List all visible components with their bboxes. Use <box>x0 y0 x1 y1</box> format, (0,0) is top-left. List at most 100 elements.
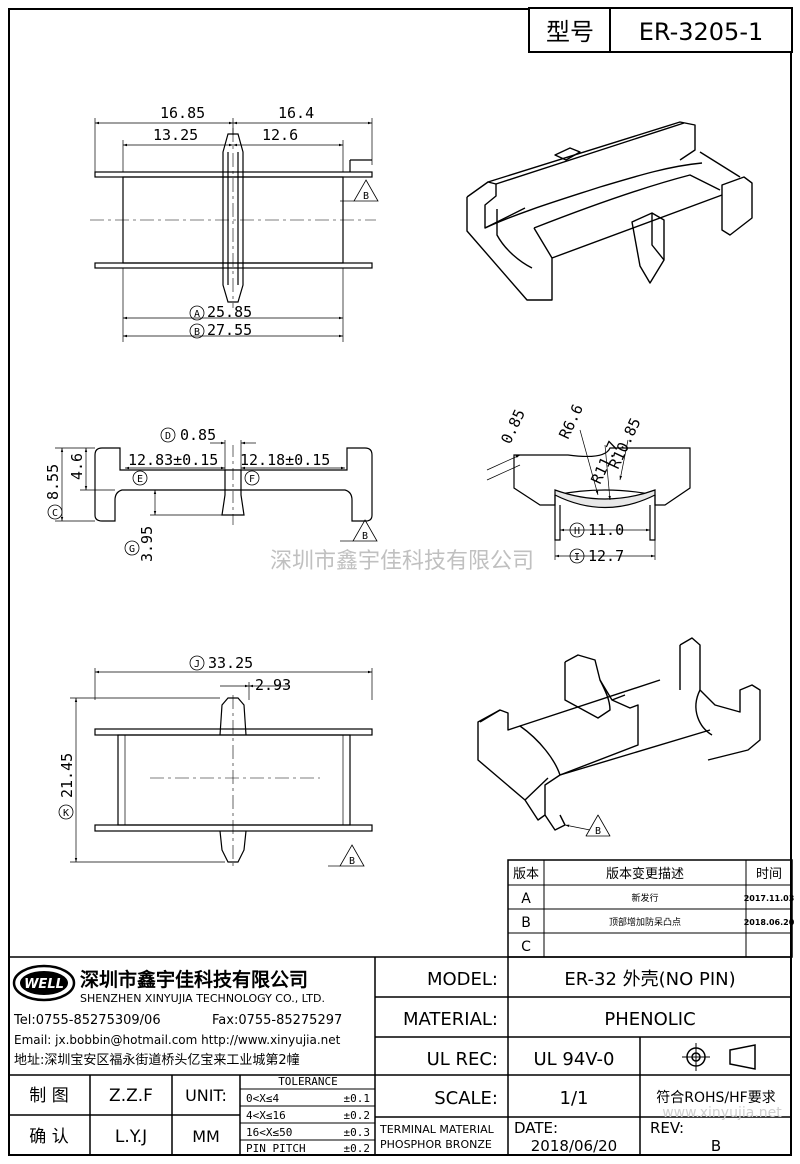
dim-21-45: 21.45 <box>58 753 76 798</box>
side-view-labels: J 33.25 2.93 K 21.45 B <box>58 654 355 867</box>
dim-27-55: 27.55 <box>207 321 252 339</box>
check-value: L.Y.J <box>115 1127 147 1147</box>
front-view-labels: D 0.85 12.83±0.15 12.18±0.15 E F 4.6 C 8… <box>44 426 368 562</box>
tag-j: J <box>194 659 200 670</box>
dim-2-93: 2.93 <box>255 676 291 694</box>
rev-row-b-desc: 顶部增加防呆凸点 <box>609 916 681 928</box>
ulrec-label: UL REC: <box>427 1049 498 1070</box>
ref-b-front: B <box>362 531 368 542</box>
rev-header-ver: 版本 <box>513 867 539 882</box>
header-model-value: ER-3205-1 <box>639 18 764 46</box>
company-email: Email: jx.bobbin@hotmail.com http://www.… <box>14 1033 341 1047</box>
scale-value: 1/1 <box>560 1088 589 1109</box>
dim-16-85: 16.85 <box>160 104 205 122</box>
title-block-text: MODEL: ER-32 外壳(NO PIN) MATERIAL: PHENOL… <box>29 969 775 1155</box>
tag-c: C <box>52 508 58 519</box>
tol-value-3: ±0.3 <box>344 1126 371 1139</box>
rev-header-desc: 版本变更描述 <box>606 866 684 882</box>
scale-label: SCALE: <box>434 1088 498 1109</box>
tag-d: D <box>165 431 171 442</box>
tol-value-1: ±0.1 <box>344 1092 371 1105</box>
date-value: 2018/06/20 <box>531 1137 617 1155</box>
rev-row-b-date: 2018.06.20 <box>744 918 795 927</box>
dim-12-6: 12.6 <box>262 126 298 144</box>
rev-row-c-ver: C <box>521 939 531 955</box>
rev-row-a-desc: 新发行 <box>631 892 658 904</box>
tol-range-1: 0<X≤4 <box>246 1092 279 1105</box>
dim-33-25: 33.25 <box>208 654 253 672</box>
rev-row-a-date: 2017.11.03 <box>744 894 795 903</box>
rev-value: B <box>711 1137 721 1155</box>
iso-view-top <box>466 121 753 301</box>
tag-b: B <box>194 327 200 338</box>
rohs-note: 符合ROHS/HF要求 <box>656 1090 775 1106</box>
dim-16-4: 16.4 <box>278 104 314 122</box>
dim-12-7: 12.7 <box>588 547 624 565</box>
rev-row-b-ver: B <box>521 915 531 931</box>
dim-11-0: 11.0 <box>588 521 624 539</box>
dim-25-85: 25.85 <box>207 303 252 321</box>
unit-label: UNIT: <box>185 1086 227 1105</box>
company-fax: Fax:0755-85275297 <box>212 1013 342 1028</box>
draw-label: 制 图 <box>29 1086 68 1106</box>
iso-view-bottom <box>477 637 761 837</box>
terminal-label-1: TERMINAL MATERIAL <box>379 1123 495 1136</box>
tolerance-table: TOLERANCE 0<X≤4 ±0.1 4<X≤16 ±0.2 16<X≤50… <box>246 1075 370 1155</box>
tolerance-title: TOLERANCE <box>278 1075 338 1088</box>
dim-12-18: 12.18±0.15 <box>240 451 330 469</box>
revision-table-text: 版本 版本变更描述 时间 A 新发行 2017.11.03 B 顶部增加防呆凸点… <box>513 866 795 955</box>
dim-4-6: 4.6 <box>68 453 86 480</box>
rev-label: REV: <box>650 1119 684 1137</box>
rev-header-date: 时间 <box>756 867 782 882</box>
dim-0-85-section: 0.85 <box>497 406 529 446</box>
ulrec-value: UL 94V-0 <box>533 1049 614 1070</box>
section-view-labels: 0.85 R6.6 R11.7 R10.85 H 11.0 I 12.7 <box>497 401 644 565</box>
side-view <box>70 668 373 868</box>
model-value: ER-32 外壳(NO PIN) <box>564 969 735 990</box>
top-view <box>90 118 379 342</box>
watermark: 深圳市鑫宇佳科技有限公司 <box>270 549 534 574</box>
check-label: 确 认 <box>29 1127 68 1147</box>
tol-value-4: ±0.2 <box>344 1142 371 1155</box>
dim-3-95: 3.95 <box>138 526 156 562</box>
company-tel: Tel:0755-85275309/06 <box>13 1013 161 1028</box>
tag-e: E <box>137 474 143 485</box>
header-model-label: 型号 <box>546 18 594 46</box>
section-view <box>486 429 691 560</box>
unit-value: MM <box>192 1127 220 1146</box>
tag-a: A <box>194 309 200 320</box>
draw-value: Z.Z.F <box>109 1086 153 1106</box>
material-label: MATERIAL: <box>403 1009 498 1030</box>
watermark-url: www.xinyujia.net <box>662 1105 782 1121</box>
company-block: WELL 深圳市鑫宇佳科技有限公司 SHENZHEN XINYUJIA TECH… <box>12 964 342 1068</box>
top-view-labels: 16.85 16.4 13.25 12.6 A 25.85 B 27.55 B <box>153 104 369 339</box>
projection-symbol-icon <box>682 1043 756 1071</box>
company-logo-text: WELL <box>24 977 64 992</box>
dim-r6-6: R6.6 <box>555 401 587 441</box>
tag-i: I <box>574 552 580 563</box>
dim-0-85: 0.85 <box>180 426 216 444</box>
tag-h: H <box>574 526 580 537</box>
company-name-en: SHENZHEN XINYUJIA TECHNOLOGY CO., LTD. <box>80 992 325 1005</box>
tol-range-3: 16<X≤50 <box>246 1126 292 1139</box>
drawing-frame <box>8 8 792 1156</box>
company-name-cn: 深圳市鑫宇佳科技有限公司 <box>80 968 308 991</box>
tol-value-2: ±0.2 <box>344 1109 371 1122</box>
company-address: 地址:深圳宝安区福永街道桥头亿宝来工业城第2幢 <box>14 1052 300 1068</box>
dim-12-83: 12.83±0.15 <box>128 451 218 469</box>
terminal-label-2: PHOSPHOR BRONZE <box>380 1138 492 1151</box>
date-label: DATE: <box>514 1119 558 1137</box>
tol-range-4: PIN PITCH <box>246 1142 306 1155</box>
title-block-grid <box>8 956 792 1156</box>
dim-8-55: 8.55 <box>44 464 62 500</box>
ref-b-iso: B <box>595 826 601 837</box>
model-label: MODEL: <box>427 969 498 990</box>
tag-f: F <box>249 474 255 485</box>
tag-k: K <box>63 808 69 819</box>
rev-row-a-ver: A <box>521 891 531 907</box>
tag-g: G <box>129 544 135 555</box>
header-model-box: 型号 ER-3205-1 <box>528 7 793 53</box>
ref-b-side: B <box>349 856 355 867</box>
front-view <box>55 440 378 542</box>
